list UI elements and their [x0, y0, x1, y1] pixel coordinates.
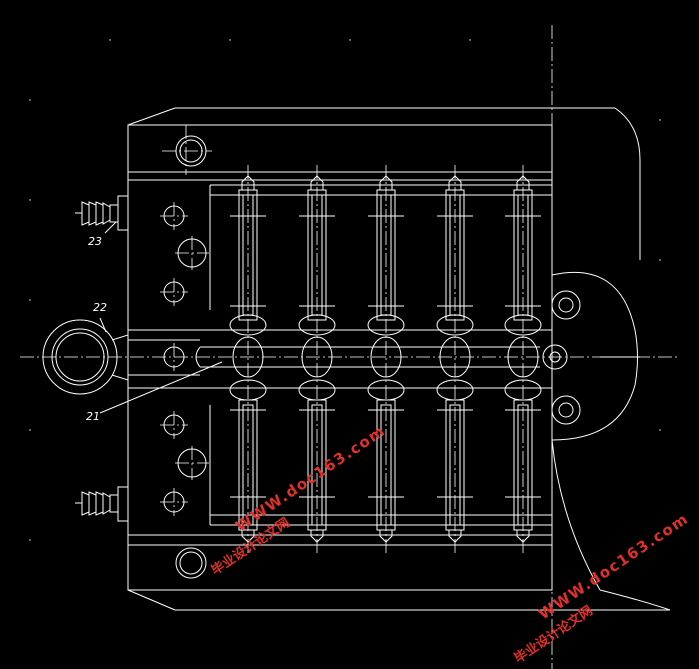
cavity-column	[367, 165, 405, 555]
cavity-column	[436, 165, 474, 555]
grid-dots	[29, 39, 661, 541]
watermark-url: WWW.doc163.com	[535, 509, 692, 623]
watermark-center: WWW.doc163.com 毕业设计论文网	[208, 421, 389, 578]
watermark-url: WWW.doc163.com	[232, 421, 389, 535]
cavity-column	[229, 165, 267, 555]
mold-plate	[127, 107, 671, 611]
cavity-columns	[229, 165, 542, 555]
leader-lines	[99, 221, 223, 414]
part-label-21: 21	[86, 410, 100, 423]
cavity-column	[298, 165, 336, 555]
runner-bar	[195, 346, 540, 368]
water-nozzles	[75, 195, 129, 522]
part-label-23: 23	[88, 235, 102, 248]
part-label-22: 22	[93, 301, 107, 314]
left-holes	[160, 135, 209, 579]
slider-assembly	[542, 271, 640, 591]
ring-part	[42, 319, 129, 395]
cavity-column	[504, 165, 542, 555]
